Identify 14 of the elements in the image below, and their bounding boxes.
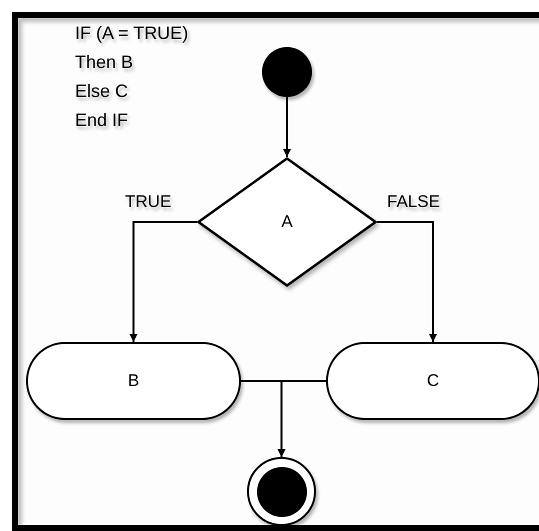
action-box <box>326 342 539 420</box>
pseudo-code-line: IF (A = TRUE) <box>75 22 188 44</box>
node-label: B <box>128 370 140 392</box>
node-label: A <box>281 211 293 234</box>
node-label: C <box>426 370 440 392</box>
action-box <box>26 342 241 420</box>
decision-diamond <box>197 157 377 287</box>
flow-arrow <box>283 97 291 157</box>
flow-arrow <box>130 221 197 342</box>
flow-arrow <box>377 221 437 342</box>
pseudo-code-line: End IF <box>75 109 130 131</box>
pseudo-code-line: Else C <box>75 80 130 102</box>
pseudo-code-line: Then B <box>75 51 134 73</box>
flow-arrow <box>278 380 326 457</box>
